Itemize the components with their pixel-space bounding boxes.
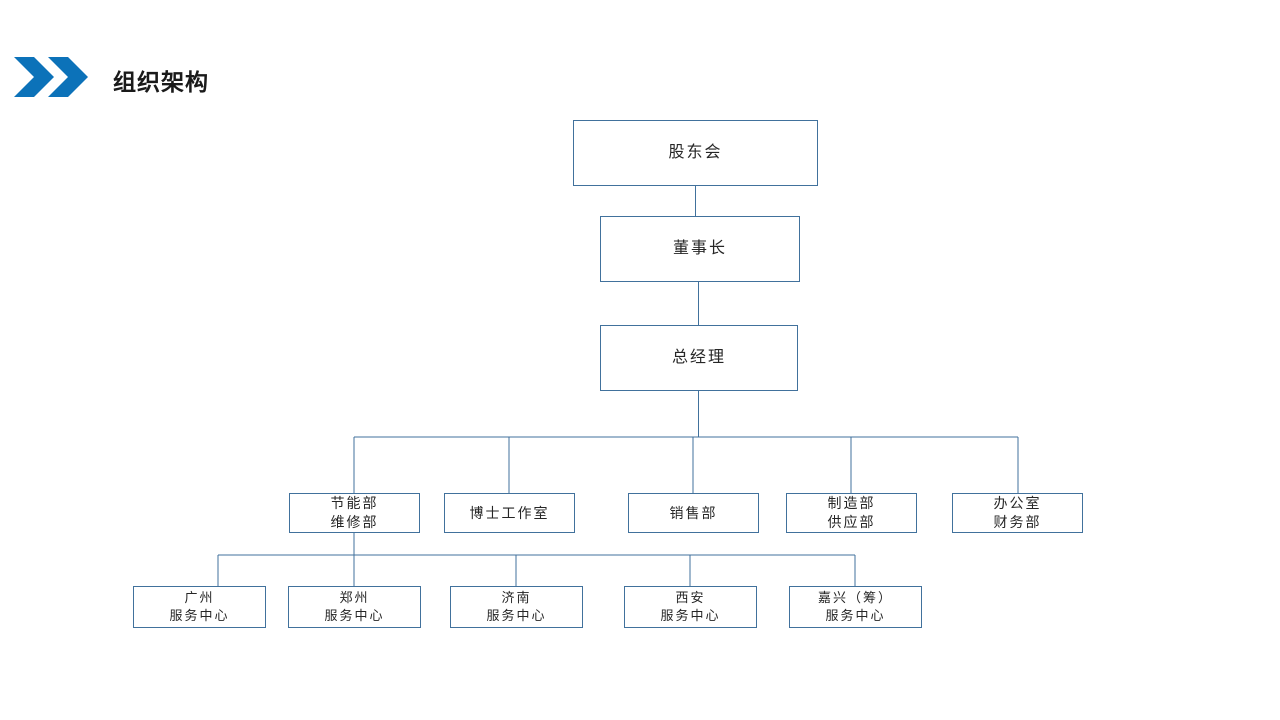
node-center-jiaxing-line1: 嘉兴（筹） bbox=[817, 590, 893, 606]
node-center-xian[interactable]: 西安 服务中心 bbox=[624, 586, 757, 628]
node-dept-manufacture[interactable]: 制造部 供应部 bbox=[786, 493, 917, 533]
node-dept-energy-line1: 节能部 bbox=[330, 495, 379, 512]
node-center-guangzhou-line2: 服务中心 bbox=[169, 608, 230, 623]
page-header: 组织架构 bbox=[0, 0, 1280, 120]
node-center-jiaxing[interactable]: 嘉兴（筹） 服务中心 bbox=[789, 586, 922, 628]
node-general-manager[interactable]: 总经理 bbox=[600, 325, 798, 391]
node-general-manager-line1: 总经理 bbox=[671, 349, 726, 367]
node-chairman-line1: 董事长 bbox=[672, 240, 727, 258]
node-dept-manufacture-line2: 供应部 bbox=[827, 514, 876, 530]
node-dept-sales[interactable]: 销售部 bbox=[628, 493, 759, 533]
node-dept-energy-line2: 维修部 bbox=[330, 514, 379, 530]
node-dept-doctor-studio[interactable]: 博士工作室 bbox=[444, 493, 575, 533]
node-center-zhengzhou[interactable]: 郑州 服务中心 bbox=[288, 586, 421, 628]
node-dept-sales-line1: 销售部 bbox=[669, 504, 718, 521]
node-center-zhengzhou-line2: 服务中心 bbox=[324, 608, 385, 623]
node-center-guangzhou-line1: 广州 bbox=[184, 590, 215, 606]
node-dept-office-line2: 财务部 bbox=[993, 514, 1042, 530]
node-shareholders[interactable]: 股东会 bbox=[573, 120, 818, 186]
node-dept-energy[interactable]: 节能部 维修部 bbox=[289, 493, 420, 533]
node-center-jinan[interactable]: 济南 服务中心 bbox=[450, 586, 583, 628]
double-chevron-right-icon bbox=[14, 57, 90, 97]
node-dept-office[interactable]: 办公室 财务部 bbox=[952, 493, 1083, 533]
page-title: 组织架构 bbox=[113, 69, 209, 95]
node-center-jinan-line2: 服务中心 bbox=[486, 608, 547, 623]
node-center-guangzhou[interactable]: 广州 服务中心 bbox=[133, 586, 266, 628]
node-center-jinan-line1: 济南 bbox=[501, 590, 532, 606]
node-dept-office-line1: 办公室 bbox=[993, 495, 1042, 512]
node-center-xian-line2: 服务中心 bbox=[660, 608, 721, 623]
node-center-zhengzhou-line1: 郑州 bbox=[339, 590, 370, 606]
node-dept-manufacture-line1: 制造部 bbox=[827, 495, 876, 512]
node-chairman[interactable]: 董事长 bbox=[600, 216, 800, 282]
node-dept-doctor-studio-line1: 博士工作室 bbox=[469, 504, 550, 521]
node-shareholders-line1: 股东会 bbox=[668, 144, 723, 162]
node-center-xian-line1: 西安 bbox=[675, 590, 706, 606]
node-center-jiaxing-line2: 服务中心 bbox=[825, 608, 886, 623]
